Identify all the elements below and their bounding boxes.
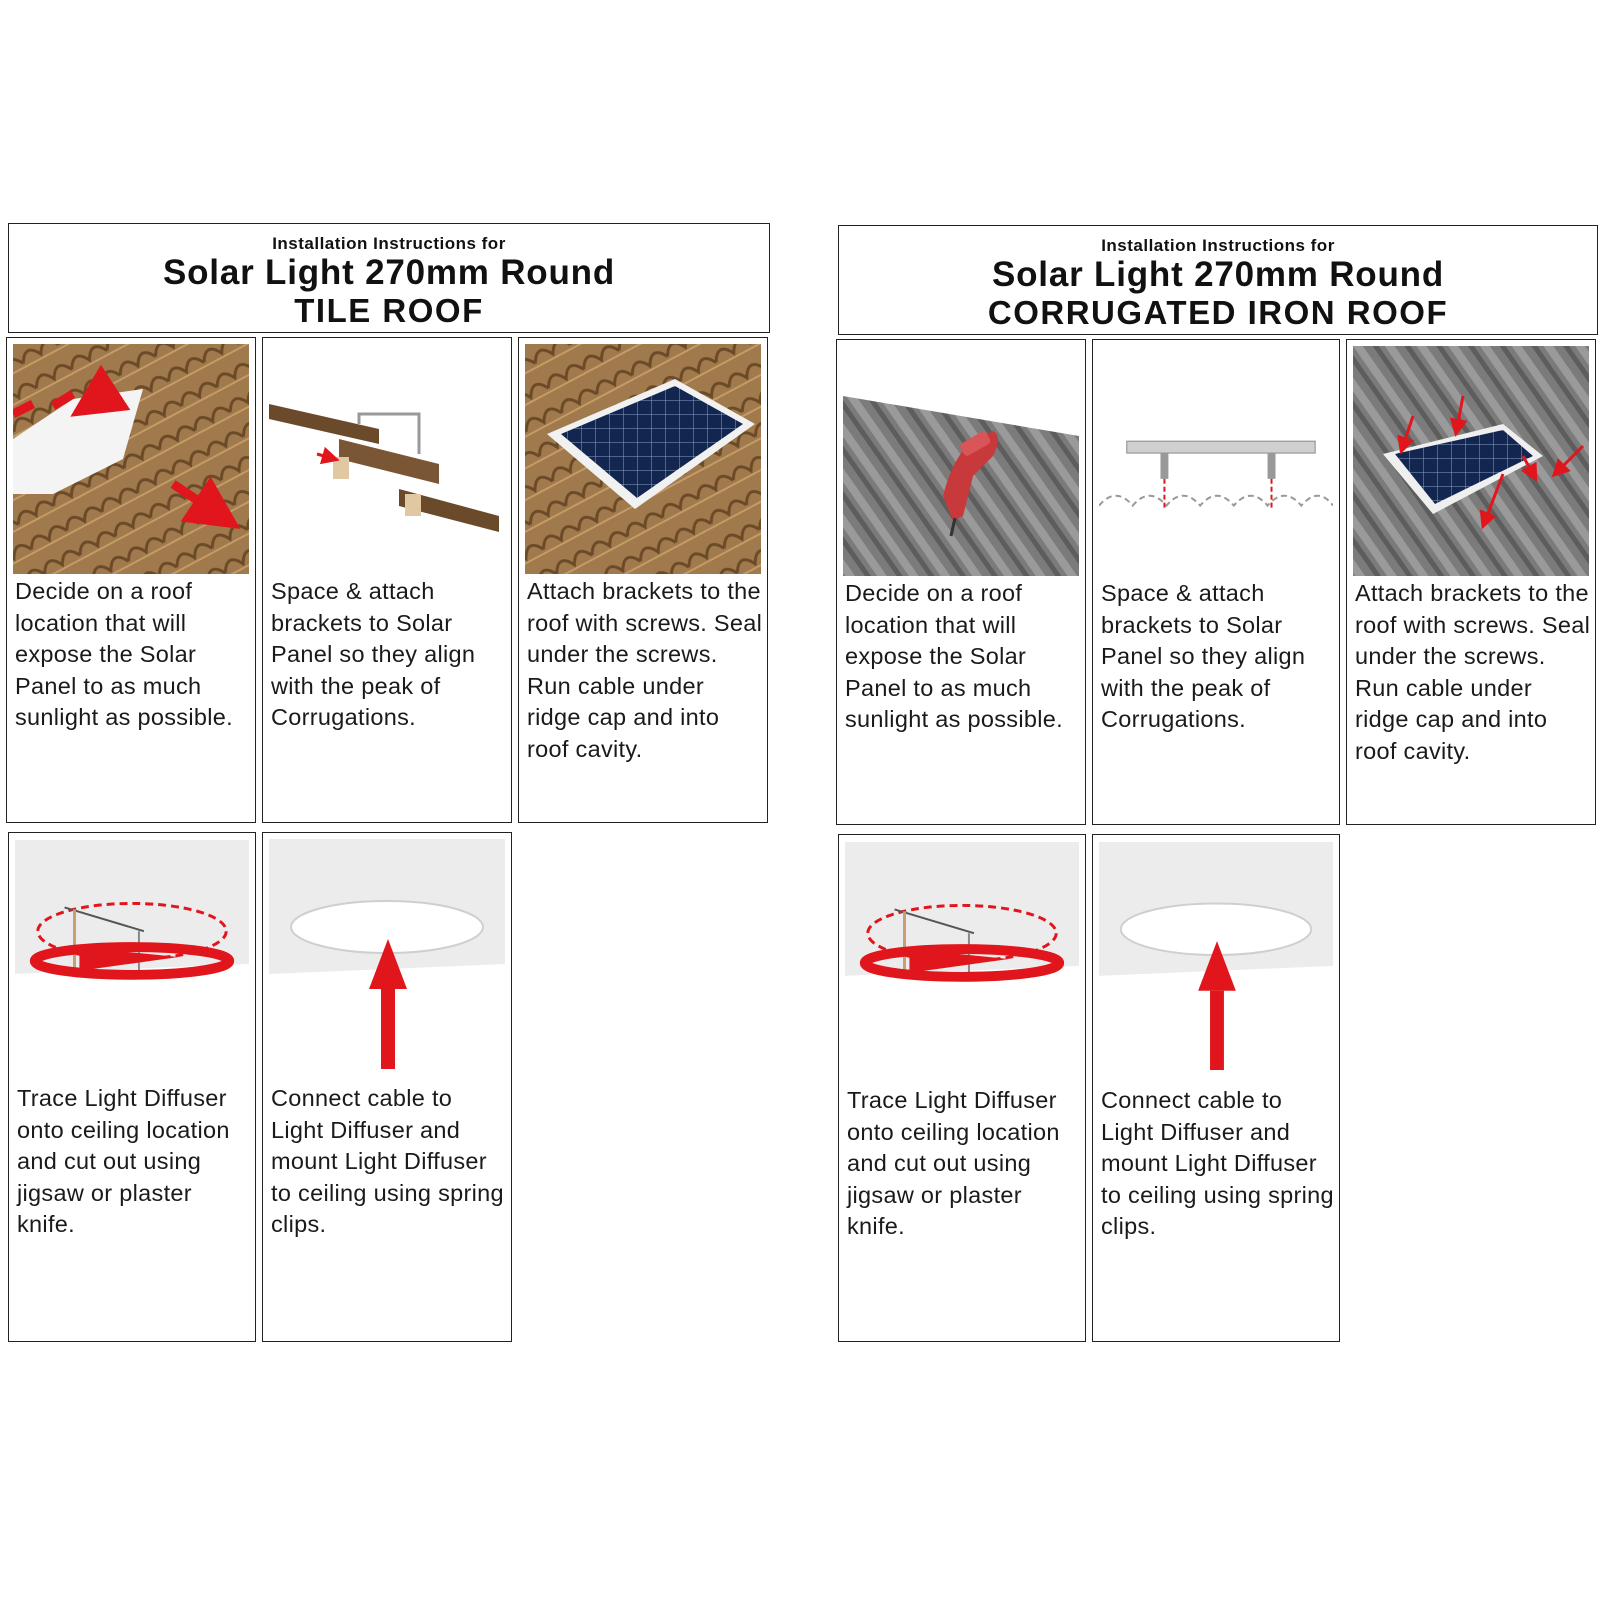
drill-roof-icon xyxy=(843,346,1079,576)
step-text: Trace Light Diffuser onto ceiling locati… xyxy=(17,1085,230,1237)
trace-ceiling-icon xyxy=(15,839,249,1069)
iron-step-5: Connect cable to Light Diffuser and moun… xyxy=(1092,834,1340,1342)
step-text: Attach brackets to the roof with screws.… xyxy=(1355,580,1591,764)
step-text: Attach brackets to the roof with screws.… xyxy=(527,578,763,762)
mount-diffuser-icon xyxy=(269,839,505,1069)
product-title: Solar Light 270mm Round xyxy=(991,255,1445,294)
step-text: Decide on a roof location that will expo… xyxy=(845,580,1063,732)
step-text: Space & attach brackets to Solar Panel s… xyxy=(1101,580,1306,732)
tile-step-5: Connect cable to Light Diffuser and moun… xyxy=(262,832,512,1342)
iron-step-2: Space & attach brackets to Solar Panel s… xyxy=(1092,339,1340,825)
mount-diffuser-icon xyxy=(1099,841,1333,1071)
step-text: Decide on a roof location that will expo… xyxy=(15,578,233,730)
step-text: Connect cable to Light Diffuser and moun… xyxy=(271,1085,504,1237)
step-text: Space & attach brackets to Solar Panel s… xyxy=(271,578,476,730)
tile-step-4: Trace Light Diffuser onto ceiling locati… xyxy=(8,832,256,1342)
roof-type-title: TILE ROOF xyxy=(294,292,484,329)
tile-step-2: Space & attach brackets to Solar Panel s… xyxy=(262,337,512,823)
product-title: Solar Light 270mm Round xyxy=(162,253,616,292)
step-text: Trace Light Diffuser onto ceiling locati… xyxy=(847,1087,1060,1239)
solar-panel-iron-icon xyxy=(1353,346,1589,576)
iron-step-4: Trace Light Diffuser onto ceiling locati… xyxy=(838,834,1086,1342)
iron-roof-header: Installation Instructions for Solar Ligh… xyxy=(838,225,1598,335)
roof-type-title: CORRUGATED IRON ROOF xyxy=(987,294,1449,331)
tile-roof-header: Installation Instructions for Solar Ligh… xyxy=(8,223,770,333)
bracket-tile-icon xyxy=(269,344,505,574)
step-text: Connect cable to Light Diffuser and moun… xyxy=(1101,1087,1334,1239)
tile-step-3: Attach brackets to the roof with screws.… xyxy=(518,337,768,823)
iron-step-1: Decide on a roof location that will expo… xyxy=(836,339,1086,825)
header-small-label: Installation Instructions for xyxy=(1101,236,1335,255)
header-small-label: Installation Instructions for xyxy=(272,234,506,253)
solar-panel-tile-icon xyxy=(525,344,761,574)
iron-step-3: Attach brackets to the roof with screws.… xyxy=(1346,339,1596,825)
tile-step-1: Decide on a roof location that will expo… xyxy=(6,337,256,823)
trace-ceiling-icon xyxy=(845,841,1079,1071)
bracket-corrugation-icon xyxy=(1099,346,1333,576)
tile-roof-removal-icon xyxy=(13,344,249,574)
